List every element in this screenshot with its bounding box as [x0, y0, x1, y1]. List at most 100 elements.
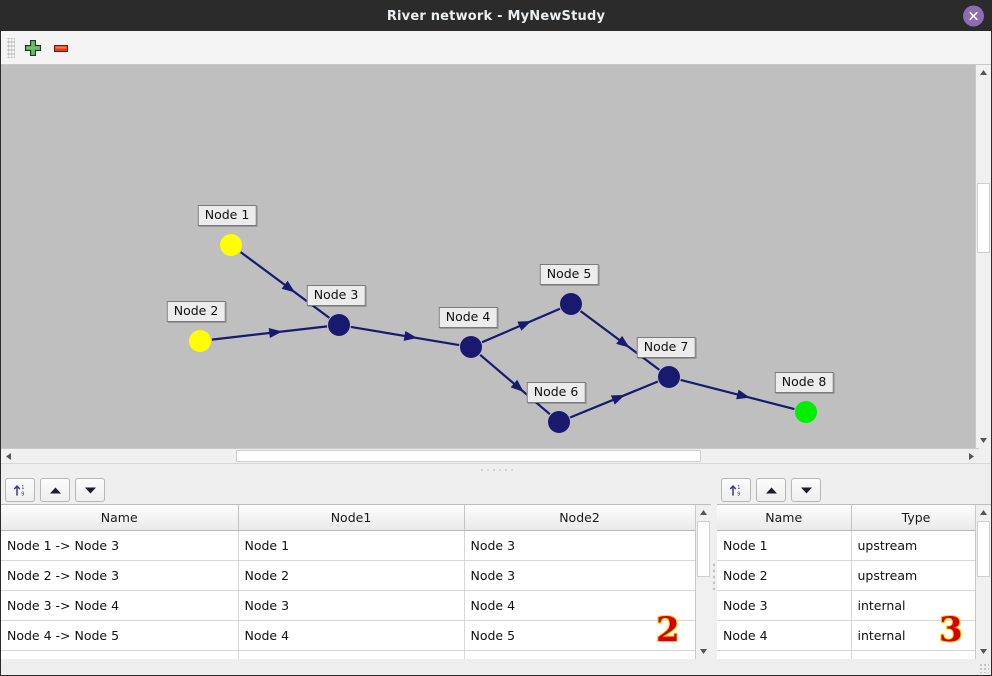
- graph-node-label[interactable]: Node 1: [197, 205, 257, 226]
- nodes-toolbar: 1 9: [717, 476, 991, 504]
- nodes-table-row[interactable]: [717, 650, 975, 659]
- graph-node[interactable]: [220, 234, 242, 256]
- table-cell[interactable]: Node 2: [238, 560, 465, 591]
- table-cell[interactable]: Node 1: [238, 530, 465, 561]
- table-cell[interactable]: [464, 650, 695, 659]
- table-cell[interactable]: Node 1: [717, 530, 852, 561]
- table-cell[interactable]: Node 2 -> Node 3: [1, 560, 239, 591]
- scroll-up-icon[interactable]: [976, 65, 991, 80]
- table-cell[interactable]: Node 2: [717, 560, 852, 591]
- graph-node[interactable]: [328, 314, 350, 336]
- column-header[interactable]: Type: [851, 505, 975, 531]
- graph-vertical-scrollbar[interactable]: [975, 65, 991, 448]
- graph-node[interactable]: [560, 293, 582, 315]
- reaches-scroll-up-icon[interactable]: [696, 505, 711, 520]
- nodes-move-up-button[interactable]: [756, 478, 786, 502]
- graph-node-label[interactable]: Node 6: [526, 382, 586, 403]
- graph-node[interactable]: [795, 401, 817, 423]
- column-header[interactable]: Node2: [464, 505, 695, 531]
- scroll-right-icon[interactable]: [964, 449, 979, 463]
- network-graph-panel[interactable]: Node 1 Node 2 Node 3 Node 4 Node 5 Node 6 Node…: [1, 65, 991, 463]
- reaches-toolbar: 1 9: [1, 476, 711, 504]
- reaches-sort-button[interactable]: 1 9: [5, 478, 35, 502]
- table-cell[interactable]: internal: [851, 620, 975, 651]
- column-header[interactable]: Name: [1, 505, 239, 531]
- table-cell[interactable]: Node 3: [238, 590, 465, 621]
- scroll-left-icon[interactable]: [1, 449, 16, 463]
- nodes-scroll-up-icon[interactable]: [976, 505, 991, 520]
- table-cell[interactable]: upstream: [851, 530, 975, 561]
- vertical-splitter[interactable]: [711, 476, 717, 675]
- graph-hscroll-thumb[interactable]: [236, 450, 701, 462]
- table-cell[interactable]: [238, 650, 465, 659]
- nodes-move-down-button[interactable]: [791, 478, 821, 502]
- graph-edge-arrow-icon: [517, 321, 532, 331]
- nodes-scroll-down-icon[interactable]: [976, 644, 991, 659]
- graph-node[interactable]: [548, 411, 570, 433]
- table-cell[interactable]: upstream: [851, 560, 975, 591]
- reaches-scroll-down-icon[interactable]: [696, 644, 711, 659]
- svg-text:9: 9: [21, 491, 24, 497]
- window-resize-grip[interactable]: [979, 663, 989, 673]
- close-icon[interactable]: [963, 5, 984, 27]
- table-cell[interactable]: [851, 650, 975, 659]
- network-graph-canvas[interactable]: [1, 65, 977, 448]
- graph-node-label[interactable]: Node 5: [539, 264, 599, 285]
- table-cell[interactable]: Node 3: [464, 560, 695, 591]
- graph-node[interactable]: [460, 336, 482, 358]
- table-cell[interactable]: Node 3: [464, 530, 695, 561]
- nodes-vertical-scrollbar[interactable]: [975, 505, 991, 659]
- toolbar-grip[interactable]: [7, 37, 15, 58]
- table-cell[interactable]: [1, 650, 239, 659]
- vertical-splitter-grip: [712, 561, 716, 590]
- table-cell[interactable]: Node 4: [238, 620, 465, 651]
- graph-node-label[interactable]: Node 7: [636, 337, 696, 358]
- table-cell[interactable]: Node 4: [717, 620, 852, 651]
- graph-edge-arrow-icon: [268, 328, 283, 338]
- horizontal-splitter[interactable]: [1, 463, 991, 476]
- graph-edge-arrow-icon: [281, 280, 296, 293]
- table-cell[interactable]: internal: [851, 590, 975, 621]
- scroll-down-icon[interactable]: [976, 433, 991, 448]
- add-node-button[interactable]: [19, 35, 47, 61]
- reaches-vertical-scrollbar[interactable]: [695, 505, 711, 659]
- nodes-sort-button[interactable]: 1 9: [721, 478, 751, 502]
- column-header[interactable]: Name: [717, 505, 852, 531]
- table-cell[interactable]: Node 3: [717, 590, 852, 621]
- graph-vscroll-thumb[interactable]: [977, 183, 990, 253]
- reaches-table-row[interactable]: [1, 650, 695, 659]
- graph-node[interactable]: [658, 366, 680, 388]
- table-cell[interactable]: Node 4 -> Node 5: [1, 620, 239, 651]
- nodes-vscroll-thumb[interactable]: [977, 521, 990, 577]
- graph-node-label[interactable]: Node 3: [306, 285, 366, 306]
- table-cell[interactable]: Node 1 -> Node 3: [1, 530, 239, 561]
- reaches-move-down-button[interactable]: [75, 478, 105, 502]
- nodes-statusbar: [717, 659, 991, 675]
- table-cell[interactable]: Node 3 -> Node 4: [1, 590, 239, 621]
- graph-node-label[interactable]: Node 4: [438, 307, 498, 328]
- reaches-vscroll-thumb[interactable]: [697, 521, 710, 577]
- table-cell[interactable]: Node 5: [464, 620, 695, 651]
- column-header[interactable]: Node1: [238, 505, 465, 531]
- table-cell[interactable]: Node 4: [464, 590, 695, 621]
- graph-horizontal-scrollbar[interactable]: [1, 448, 991, 463]
- delete-node-button[interactable]: [47, 35, 75, 61]
- graph-node-label[interactable]: Node 2: [166, 301, 226, 322]
- graph-node-label[interactable]: Node 8: [774, 372, 834, 393]
- reaches-move-up-button[interactable]: [40, 478, 70, 502]
- graph-edge-arrow-icon: [403, 330, 418, 341]
- table-cell[interactable]: [717, 650, 852, 659]
- graph-node[interactable]: [189, 330, 211, 352]
